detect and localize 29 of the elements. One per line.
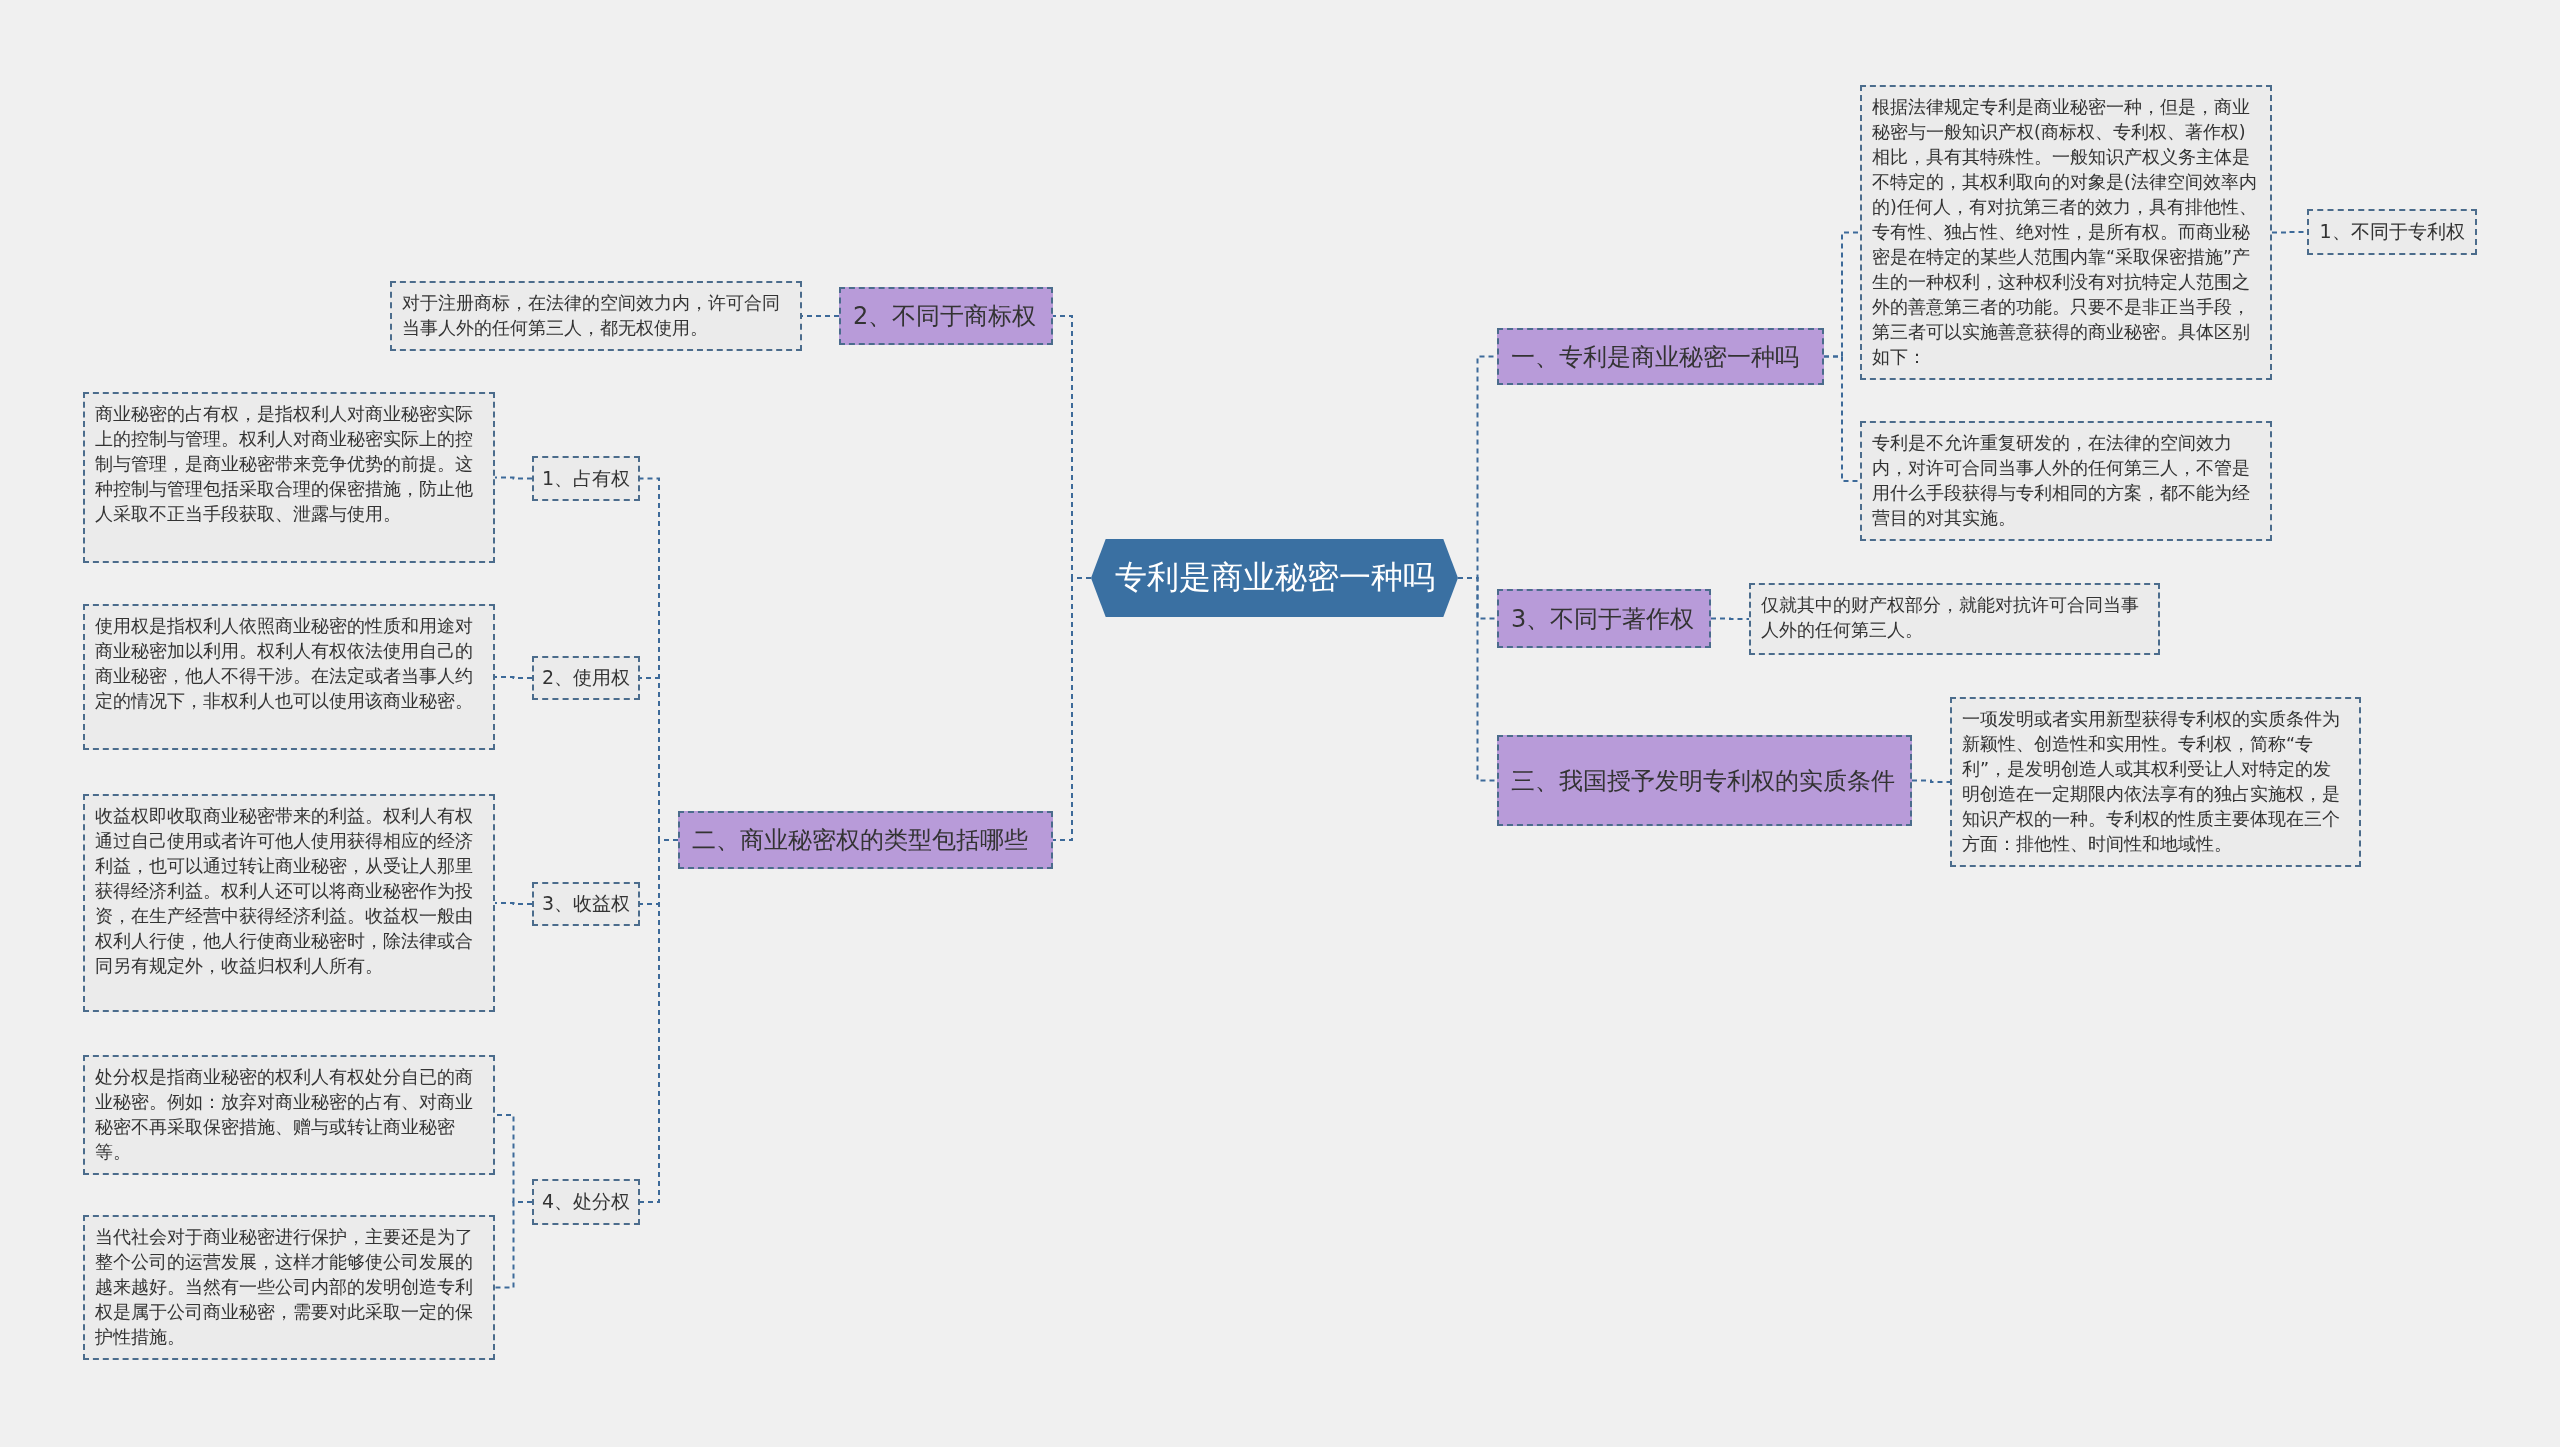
branch-box: 2、不同于商标权 (839, 287, 1053, 345)
connector-line (494, 476, 533, 480)
note-box: 根据法律规定专利是商业秘密一种，但是，商业秘密与一般知识产权(商标权、专利权、著作权)相比，具有其特殊性。一般知识产权义务主体是不特定的，其权利取向的对象是(法律空间效率内的)任何人，有对抗第三者的效力，具有排他性、专有性、独占性、绝对性，是所有权。而商业秘密是在特定的某些人范围内靠“采取保密措施”产生的一种权利，这种权利没有对抗特定人范围之外的善意第三者的功能。只要不是非正当手段，第三者可以实施善意获得的商业秘密。具体区别如下： (1860, 85, 2272, 380)
note-box: 一项发明或者实用新型获得专利权的实质条件为新颖性、创造性和实用性。专利权，简称“专利”，是发明创造人或其权利受让人对特定的发明创造在一定期限内依法享有的独占实施权，是知识产权的一种。专利权的性质主要体现在三个方面：排他性、时间性和地域性。 (1950, 697, 2361, 867)
note-box: 仅就其中的财产权部分，就能对抗许可合同当事人外的任何第三人。 (1749, 583, 2160, 655)
note-box: 当代社会对于商业秘密进行保护，主要还是为了整个公司的运营发展，这样才能够使公司发展的越来越好。当然有一些公司内部的发明创造专利权是属于公司商业秘密，需要对此采取一定的保护性措施。 (83, 1215, 495, 1360)
branch-box: 3、不同于著作权 (1497, 589, 1711, 648)
subtopic-box: 2、使用权 (532, 656, 640, 700)
branch-box: 二、商业秘密权的类型包括哪些 (678, 811, 1053, 869)
subtopic-box: 1、不同于专利权 (2307, 209, 2477, 255)
branch-box: 一、专利是商业秘密一种吗 (1497, 328, 1824, 385)
branch-box: 三、我国授予发明专利权的实质条件 (1497, 735, 1912, 826)
subtopic-box: 4、处分权 (532, 1179, 640, 1225)
connector-line (494, 902, 533, 905)
connector-line (1457, 577, 1498, 782)
connector-line (494, 1201, 533, 1289)
connector-line (1823, 355, 1861, 482)
note-box: 专利是不允许重复研发的，在法律的空间效力内，对许可合同当事人外的任何第三人，不管是用什么手段获得与专利相同的方案，都不能为经营目的对其实施。 (1860, 421, 2272, 541)
subtopic-box: 3、收益权 (532, 882, 640, 926)
note-box: 使用权是指权利人依照商业秘密的性质和用途对商业秘密加以利用。权利人有权依法使用自己的商业秘密，他人不得干涉。在法定或者当事人约定的情况下，非权利人也可以使用该商业秘密。 (83, 604, 495, 750)
note-box: 对于注册商标，在法律的空间效力内，许可合同当事人外的任何第三人，都无权使用。 (390, 281, 802, 351)
note-box: 商业秘密的占有权，是指权利人对商业秘密实际上的控制与管理。权利人对商业秘密实际上的控制与管理，是商业秘密带来竞争优势的前提。这种控制与管理包括采取合理的保密措施，防止他人采取不正当手段获取、泄露与使用。 (83, 392, 495, 563)
connector-line (1710, 617, 1750, 620)
note-box: 处分权是指商业秘密的权利人有权处分自已的商业秘密。例如：放弃对商业秘密的占有、对商业秘密不再采取保密措施、赠与或转让商业秘密等。 (83, 1055, 495, 1175)
note-box: 收益权即收取商业秘密带来的利益。权利人有权通过自己使用或者许可他人使用获得相应的经济利益，也可以通过转让商业秘密，从受让人那里获得经济利益。权利人还可以将商业秘密作为投资，在生产经营中获得经济利益。收益权一般由权利人行使，他人行使商业秘密时，除法律或合同另有规定外，收益归权利人所有。 (83, 794, 495, 1012)
connector-line (1911, 779, 1951, 783)
subtopic-box: 1、占有权 (532, 456, 640, 501)
connector-line (1052, 577, 1092, 841)
connector-line (494, 676, 533, 679)
